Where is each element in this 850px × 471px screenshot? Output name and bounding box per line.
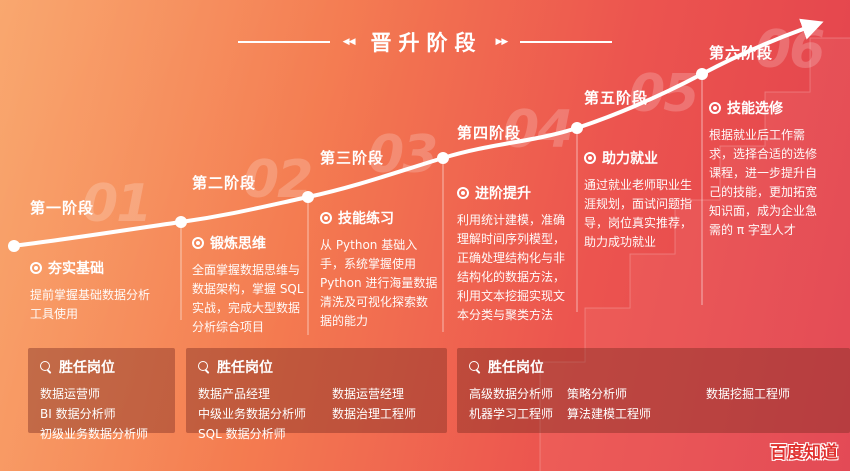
job-item: 中级业务数据分析师 [198, 407, 307, 421]
target-icon [584, 152, 596, 164]
page-title: 晋升阶段 [370, 31, 483, 55]
watermark-label: 百度知道 [770, 443, 838, 463]
target-icon [709, 102, 721, 114]
stage-subtitle-label: 技能选修 [727, 101, 783, 117]
stage-description: 利用统计建模，准确理解时间序列模型，正确处理结构化与非结构化的数据方法，利用文本… [457, 213, 566, 322]
positions-title-label: 胜任岗位 [217, 360, 273, 376]
stage-subtitle-label: 夯实基础 [48, 261, 104, 277]
search-icon [469, 361, 481, 373]
job-item: 数据产品经理 [198, 387, 271, 401]
target-icon [30, 262, 42, 274]
header-line-right [520, 41, 613, 43]
stage-description: 根据就业后工作需求，选择合适的选修课程，进一步提升自己的技能，更加拓宽知识面，成… [709, 128, 818, 237]
search-icon [198, 361, 210, 373]
job-item: BI 数据分析师 [40, 407, 116, 421]
positions-column: 高级数据分析师 机器学习工程师 [469, 384, 567, 424]
baidu-zhidao-watermark: 百度知道 [770, 438, 838, 463]
stage-block-6: 第六阶段 技能选修 根据就业后工作需求，选择合适的选修课程，进一步提升自己的技能… [709, 42, 827, 240]
stage-subtitle: 技能练习 [320, 208, 438, 228]
chevrons-right-icon: ▶▶ [495, 36, 509, 47]
stage-subtitle-label: 助力就业 [602, 151, 658, 167]
positions-title: 胜任岗位 [469, 357, 838, 377]
positions-column: 策略分析师 算法建模工程师 [567, 384, 706, 424]
positions-title: 胜任岗位 [40, 357, 163, 377]
job-item: 数据治理工程师 [332, 407, 417, 421]
job-item: 数据运营经理 [332, 387, 405, 401]
positions-title-label: 胜任岗位 [59, 360, 115, 376]
stage-block-3: 第三阶段 技能练习 从 Python 基础入手，系统掌握使用 Python 进行… [320, 147, 438, 331]
search-icon [40, 361, 52, 373]
stage-title: 第六阶段 [709, 44, 774, 62]
job-item: 机器学习工程师 [469, 407, 554, 421]
positions-box-1: 胜任岗位 数据运营师 BI 数据分析师 初级业务数据分析师 [28, 348, 175, 441]
stage-description: 从 Python 基础入手，系统掌握使用 Python 进行海量数据清洗及可视化… [320, 238, 438, 328]
target-icon [457, 187, 469, 199]
stage-title: 第五阶段 [584, 89, 649, 107]
stage-subtitle-label: 技能练习 [338, 211, 394, 227]
positions-box-2: 胜任岗位 数据产品经理 中级业务数据分析师 SQL 数据分析师 数据运营经理 数… [186, 348, 447, 441]
job-item: 初级业务数据分析师 [40, 427, 149, 441]
stage-subtitle: 锻炼思维 [192, 233, 308, 253]
stage-block-1: 第一阶段 夯实基础 提前掌握基础数据分析工具使用 [30, 197, 160, 324]
stage-block-5: 第五阶段 助力就业 通过就业老师职业生涯规划，面试问题指导，岗位真实推荐，助力成… [584, 87, 698, 252]
job-item: SQL 数据分析师 [198, 427, 286, 441]
stage-description: 全面掌握数据思维与数据架构，掌握 SQL 实战，完成大型数据分析综合项目 [192, 263, 304, 334]
stage-subtitle-label: 进阶提升 [475, 186, 531, 202]
job-item: 数据运营师 [40, 387, 101, 401]
positions-column: 数据运营经理 数据治理工程师 [332, 384, 416, 444]
stage-subtitle-label: 锻炼思维 [210, 236, 266, 252]
target-icon [320, 212, 332, 224]
positions-title-label: 胜任岗位 [488, 360, 544, 376]
stage-title: 第二阶段 [192, 174, 257, 192]
job-item: 高级数据分析师 [469, 387, 554, 401]
positions-column: 数据运营师 BI 数据分析师 初级业务数据分析师 [40, 384, 148, 444]
stage-title: 第一阶段 [30, 199, 95, 217]
stage-subtitle: 夯实基础 [30, 258, 160, 278]
job-item: 算法建模工程师 [567, 407, 652, 421]
positions-column: 数据挖掘工程师 [706, 384, 790, 424]
target-icon [192, 237, 204, 249]
positions-title: 胜任岗位 [198, 357, 435, 377]
stage-subtitle: 技能选修 [709, 98, 827, 118]
header-line-left [237, 41, 330, 43]
stage-block-2: 第二阶段 锻炼思维 全面掌握数据思维与数据架构，掌握 SQL 实战，完成大型数据… [192, 172, 308, 337]
stage-block-4: 第四阶段 进阶提升 利用统计建模，准确理解时间序列模型，正确处理结构化与非结构化… [457, 122, 571, 325]
stage-description: 提前掌握基础数据分析工具使用 [30, 288, 151, 321]
positions-box-3: 胜任岗位 高级数据分析师 机器学习工程师 策略分析师 算法建模工程师 数据挖掘工… [457, 348, 850, 433]
stage-subtitle: 进阶提升 [457, 183, 571, 203]
job-item: 数据挖掘工程师 [706, 387, 791, 401]
chevrons-left-icon: ◀◀ [342, 36, 356, 47]
job-item: 策略分析师 [567, 387, 628, 401]
stage-title: 第三阶段 [320, 149, 385, 167]
stage-subtitle: 助力就业 [584, 148, 698, 168]
stage-description: 通过就业老师职业生涯规划，面试问题指导，岗位真实推荐，助力成功就业 [584, 178, 693, 249]
stage-title: 第四阶段 [457, 124, 522, 142]
positions-column: 数据产品经理 中级业务数据分析师 SQL 数据分析师 [198, 384, 332, 444]
